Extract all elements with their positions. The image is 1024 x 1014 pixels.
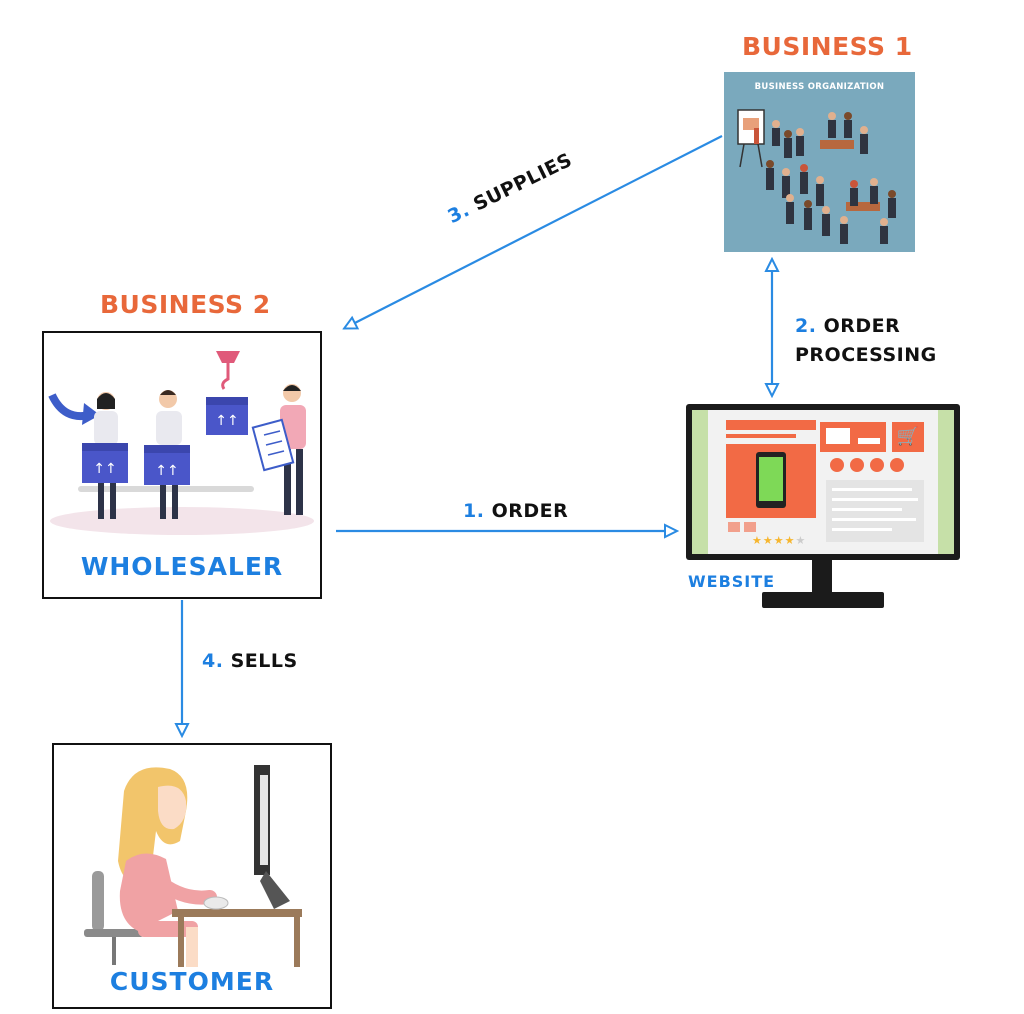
website-monitor: 🛒 ★★★★★	[686, 404, 960, 560]
business-organization-caption: BUSINESS ORGANIZATION	[754, 82, 885, 92]
website-caption: WEBSITE	[688, 572, 776, 591]
website-screen: 🛒 ★★★★★	[692, 410, 954, 554]
business1-heading: BUSINESS 1	[742, 32, 913, 61]
store-icon	[820, 422, 886, 452]
edge-sells-number: 4.	[202, 650, 224, 672]
rating-stars: ★★★★★	[752, 534, 807, 547]
warehouse-workers-illustration: ↑↑ ↑↑ ↑↑	[48, 351, 314, 535]
business-organization-image: BUSINESS ORGANIZATION	[724, 72, 915, 252]
customer-caption: CUSTOMER	[109, 967, 275, 996]
svg-text:↑↑: ↑↑	[93, 461, 116, 477]
wholesaler-caption: WHOLESALER	[80, 552, 284, 581]
monitor-stand-base	[762, 592, 884, 608]
customer-at-computer-illustration	[84, 765, 302, 967]
edge-supplies-arrow	[345, 135, 723, 328]
action-icons	[830, 458, 926, 474]
edge-order-processing-label: 2. ORDER PROCESSING	[795, 312, 937, 370]
wholesaler-box: ↑↑ ↑↑ ↑↑ WHOLESALER	[42, 331, 322, 599]
edge-order-processing-text-line1: ORDER	[823, 315, 901, 337]
customer-box: CUSTOMER	[52, 743, 332, 1009]
cart-icon: 🛒	[892, 422, 924, 452]
edge-order-number: 1.	[463, 500, 485, 522]
svg-text:↑↑: ↑↑	[215, 413, 238, 429]
monitor-stand-neck	[812, 560, 832, 592]
edge-order-processing-text-line2: PROCESSING	[795, 344, 937, 366]
edge-order-text: ORDER	[491, 500, 569, 522]
edge-sells-label: 4. SELLS	[202, 650, 298, 672]
edge-order-label: 1. ORDER	[463, 500, 568, 522]
people-group-illustration	[737, 109, 896, 244]
svg-text:↑↑: ↑↑	[155, 463, 178, 479]
product-image	[726, 444, 816, 518]
edge-sells-text: SELLS	[230, 650, 298, 672]
business2-heading: BUSINESS 2	[100, 290, 271, 319]
edge-order-processing-number: 2.	[795, 315, 817, 337]
